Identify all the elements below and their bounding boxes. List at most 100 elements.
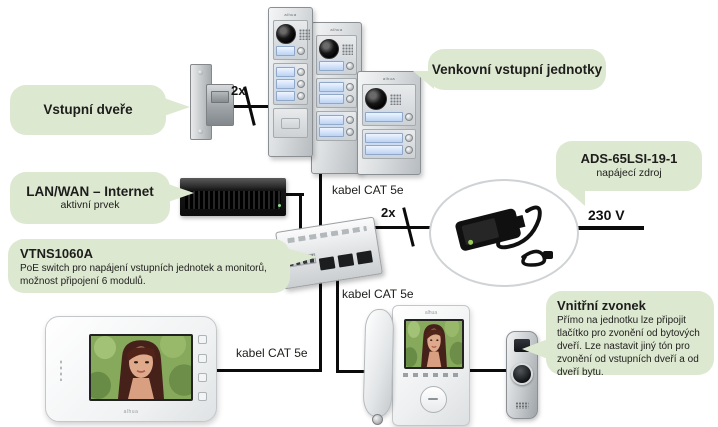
multiplier-label: 2x	[381, 205, 396, 220]
video-feed-woman	[91, 336, 191, 399]
cable-station-to-switch	[319, 158, 322, 240]
camera-module	[362, 84, 416, 126]
voltage-label: 230 V	[588, 207, 625, 223]
camera-module	[273, 20, 310, 60]
name-tag	[319, 115, 344, 125]
door-station-2: alhua	[311, 22, 362, 174]
callout-title: Vnitřní zvonek	[557, 298, 646, 313]
callout-title: VTNS1060A	[20, 246, 93, 261]
callout-description: PoE switch pro napájení vstupních jednot…	[20, 262, 267, 287]
monitor-screen	[404, 319, 464, 369]
camera-lens-icon	[276, 24, 296, 44]
call-button	[405, 113, 413, 121]
callout-power-supply: ADS-65LSI-19-1 napájecí zdroj	[556, 141, 702, 206]
button-module	[362, 129, 416, 159]
card-reader-module	[273, 108, 308, 138]
unlock-key-icon	[198, 392, 207, 401]
name-tag	[319, 127, 344, 137]
cable-monitor2-to-bell	[462, 369, 510, 372]
port-slot	[356, 250, 373, 265]
cable-monitor2-horizontal	[336, 370, 372, 373]
speaker-grille-icon	[299, 28, 310, 40]
speaker-grille-icon	[390, 93, 401, 105]
cable-lock-to-station	[226, 105, 284, 108]
terminal-row	[287, 225, 367, 244]
name-tag	[276, 91, 295, 101]
callout-title: Vstupní dveře	[43, 102, 133, 118]
callout-outdoor-units: Venkovní vstupní jednotky	[413, 49, 606, 90]
mains-cord	[521, 249, 547, 267]
callout-tail	[168, 184, 194, 202]
callout-title: ADS-65LSI-19-1	[580, 151, 678, 167]
menu-key-icon	[198, 335, 207, 344]
multiplier-label: 2x	[231, 83, 246, 98]
callout-title: LAN/WAN – Internet	[26, 183, 154, 199]
callout-tail	[566, 189, 585, 206]
call-button	[297, 80, 305, 88]
name-tag	[319, 61, 344, 71]
brand-logo: alhua	[382, 76, 396, 81]
callout-title: Venkovní vstupní jednotky	[431, 61, 603, 77]
door-station-1: alhua	[268, 7, 313, 157]
camera-lens-icon	[319, 39, 339, 59]
brand-logo: alhua	[284, 12, 297, 17]
call-button	[346, 95, 354, 103]
name-tag	[365, 145, 403, 155]
call-button	[346, 128, 354, 136]
port-slot	[337, 253, 355, 268]
callout-description: Přímo na jednotku lze připojit tlačítko …	[557, 314, 700, 378]
callout-subtitle: aktivní prvek	[60, 199, 120, 212]
call-button	[346, 116, 354, 124]
microphone-holes	[59, 359, 63, 381]
button-module	[273, 63, 308, 105]
cable-switch-to-monitor1-vertical	[319, 258, 322, 372]
name-tag	[276, 79, 295, 89]
camera-lens-icon	[365, 88, 387, 110]
call-button	[297, 47, 305, 55]
call-key-icon	[198, 354, 207, 363]
power-adapter-illustration	[455, 205, 553, 267]
call-button	[346, 62, 354, 70]
name-tag	[365, 133, 403, 143]
cable-lan-vertical	[299, 193, 302, 240]
cable-switch-to-monitor2-vertical	[336, 260, 339, 373]
name-tag	[276, 46, 295, 56]
name-tag	[319, 82, 344, 92]
brand-logo: alhua	[424, 310, 438, 316]
door-strike-lock	[206, 84, 234, 126]
touch-keys	[198, 335, 207, 401]
callout-entry-door: Vstupní dveře	[10, 85, 190, 135]
brand-logo: alhua	[330, 27, 343, 32]
port-slots	[318, 250, 373, 271]
cable-lan-horizontal	[284, 193, 304, 196]
network-switch-device	[180, 178, 286, 216]
callout-tail	[522, 339, 548, 359]
cable-switch-to-power	[371, 226, 435, 229]
callout-tail	[413, 71, 434, 89]
status-led	[278, 204, 281, 207]
name-tag	[276, 67, 295, 77]
name-tag	[365, 112, 403, 122]
button-module	[316, 78, 357, 108]
callout-indoor-bell: Vnitřní zvonek Přímo na jednotku lze při…	[522, 291, 714, 378]
camera-module	[316, 35, 357, 75]
video-feed-woman	[406, 321, 462, 367]
indoor-monitor-touch: alhua	[45, 316, 217, 422]
call-button	[297, 68, 305, 76]
button-module	[316, 111, 357, 141]
door-station-3: alhua	[357, 71, 421, 175]
cable-label-cat5e: kabel CAT 5e	[332, 183, 404, 197]
call-button	[297, 92, 305, 100]
monitor-screen	[89, 334, 193, 401]
brand-logo: alhua	[123, 409, 139, 415]
callout-poe-switch: VTNS1060A PoE switch pro napájení vstupn…	[8, 239, 318, 293]
cable-monitor1-horizontal	[205, 369, 322, 372]
power-supply-bubble	[429, 179, 579, 287]
speaker-button	[420, 386, 447, 413]
call-button	[405, 134, 413, 142]
function-buttons	[403, 373, 461, 377]
name-tag	[319, 94, 344, 104]
cable-label-cat5e: kabel CAT 5e	[236, 346, 308, 360]
port-slot	[318, 256, 336, 271]
handset-hook	[372, 414, 383, 425]
